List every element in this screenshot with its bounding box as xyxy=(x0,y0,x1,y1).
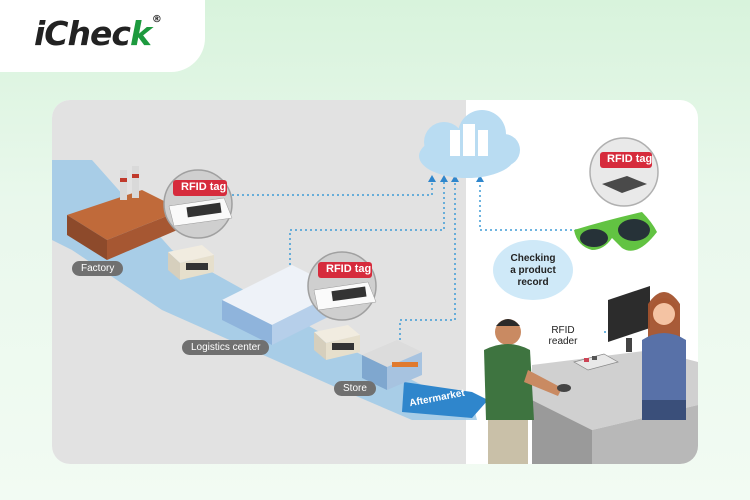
diagram-graphic xyxy=(52,100,698,464)
bubble-line-2: a product xyxy=(510,265,556,276)
monitor-icon xyxy=(608,286,650,352)
speech-bubble xyxy=(493,240,573,300)
logistics-center-label: Logistics center xyxy=(182,340,270,355)
rfid-tag-callout-2 xyxy=(307,251,377,321)
rfid-tag-label-3: RFID tag xyxy=(607,153,653,165)
store-label: Store xyxy=(334,381,376,396)
store-icon xyxy=(362,340,422,390)
logo-tab: iCheck® xyxy=(0,0,205,72)
rfid-tag-label-1: RFID tag xyxy=(181,181,227,193)
aftermarket-arrow xyxy=(402,382,488,418)
reader-label-line-1: RFID xyxy=(551,325,575,336)
logo-k: k xyxy=(129,14,152,53)
rfid-tag-callout-3 xyxy=(589,137,659,207)
logo-text: iChec xyxy=(34,14,131,53)
cashier-person xyxy=(642,292,686,420)
factory-label: Factory xyxy=(72,261,124,276)
customer-person xyxy=(484,319,571,464)
logistics-reader-box xyxy=(314,325,360,360)
data-uplinks xyxy=(232,180,628,340)
sunglasses-icon xyxy=(574,212,657,251)
bubble-line-1: Checking xyxy=(510,253,556,264)
factory-reader-box xyxy=(168,245,214,280)
reader-label-line-2: reader xyxy=(548,336,578,347)
logo-registered-mark: ® xyxy=(151,14,162,25)
icheck-logo[interactable]: iCheck® xyxy=(34,14,162,53)
rfid-reader-device xyxy=(573,353,619,371)
factory-icon xyxy=(67,166,182,260)
rfid-tag-label-2: RFID tag xyxy=(326,263,372,275)
bubble-line-3: record xyxy=(517,277,549,288)
rfid-tag-callout-1 xyxy=(163,169,233,239)
server-icon xyxy=(450,124,488,156)
rfid-diagram: Factory Logistics center Store Aftermark… xyxy=(52,100,698,464)
